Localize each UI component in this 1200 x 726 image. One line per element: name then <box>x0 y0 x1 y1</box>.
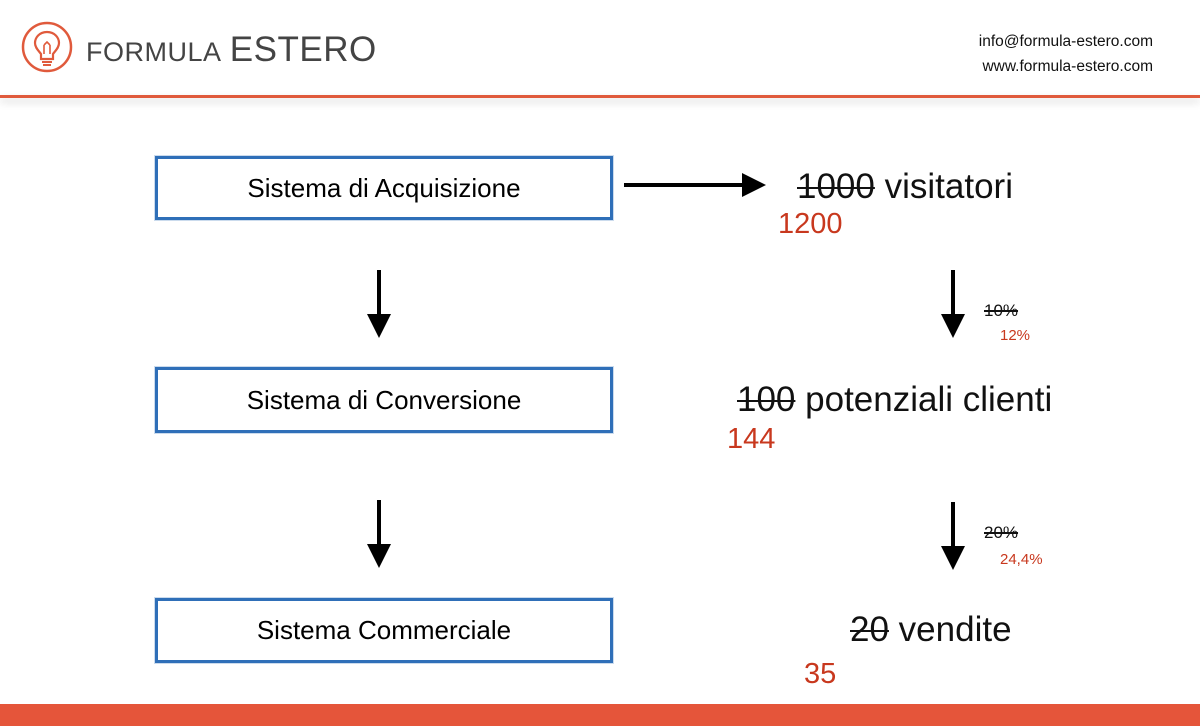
box-sistema-commerciale: Sistema Commerciale <box>155 598 613 663</box>
box-label: Sistema Commerciale <box>256 615 512 645</box>
rate2-new: 24,4% <box>1000 551 1043 568</box>
brand-word-formula: FORMULA <box>86 37 222 67</box>
box-label: Sistema di Acquisizione <box>247 172 521 203</box>
leads-label: potenziali clienti <box>805 380 1053 419</box>
sales-old-value: 20 <box>850 610 889 649</box>
lightbulb-icon <box>21 21 73 73</box>
brand-logo-text: FORMULA ESTERO <box>86 30 377 70</box>
contact-info: info@formula-estero.com www.formula-este… <box>979 29 1153 79</box>
box-sistema-conversione: Sistema di Conversione <box>155 367 613 433</box>
leads-line: 100 potenziali clienti <box>737 380 1052 420</box>
contact-email[interactable]: info@formula-estero.com <box>978 33 1153 50</box>
rate2-old: 20% <box>984 523 1019 542</box>
sales-label: vendite <box>898 610 1012 649</box>
visitors-label: visitatori <box>884 167 1013 206</box>
leads-new-value: 144 <box>727 423 776 455</box>
leads-old-value: 100 <box>737 380 796 419</box>
contact-website[interactable]: www.formula-estero.com <box>982 58 1153 75</box>
visitors-old-value: 1000 <box>797 167 875 206</box>
sales-line: 20 vendite <box>850 610 1012 650</box>
box-sistema-acquisizione: Sistema di Acquisizione <box>155 156 613 220</box>
rate1-old: 10% <box>984 301 1019 320</box>
footer-bar <box>0 704 1200 726</box>
brand-word-estero: ESTERO <box>229 30 377 69</box>
box-label: Sistema di Conversione <box>246 384 522 415</box>
header: FORMULA ESTERO info@formula-estero.com w… <box>0 0 1200 98</box>
rate1-new: 12% <box>1000 327 1031 344</box>
visitors-line: 1000 visitatori <box>797 167 1013 207</box>
visitors-new-value: 1200 <box>778 208 843 240</box>
sales-new-value: 35 <box>804 658 837 690</box>
header-divider <box>0 95 1200 98</box>
